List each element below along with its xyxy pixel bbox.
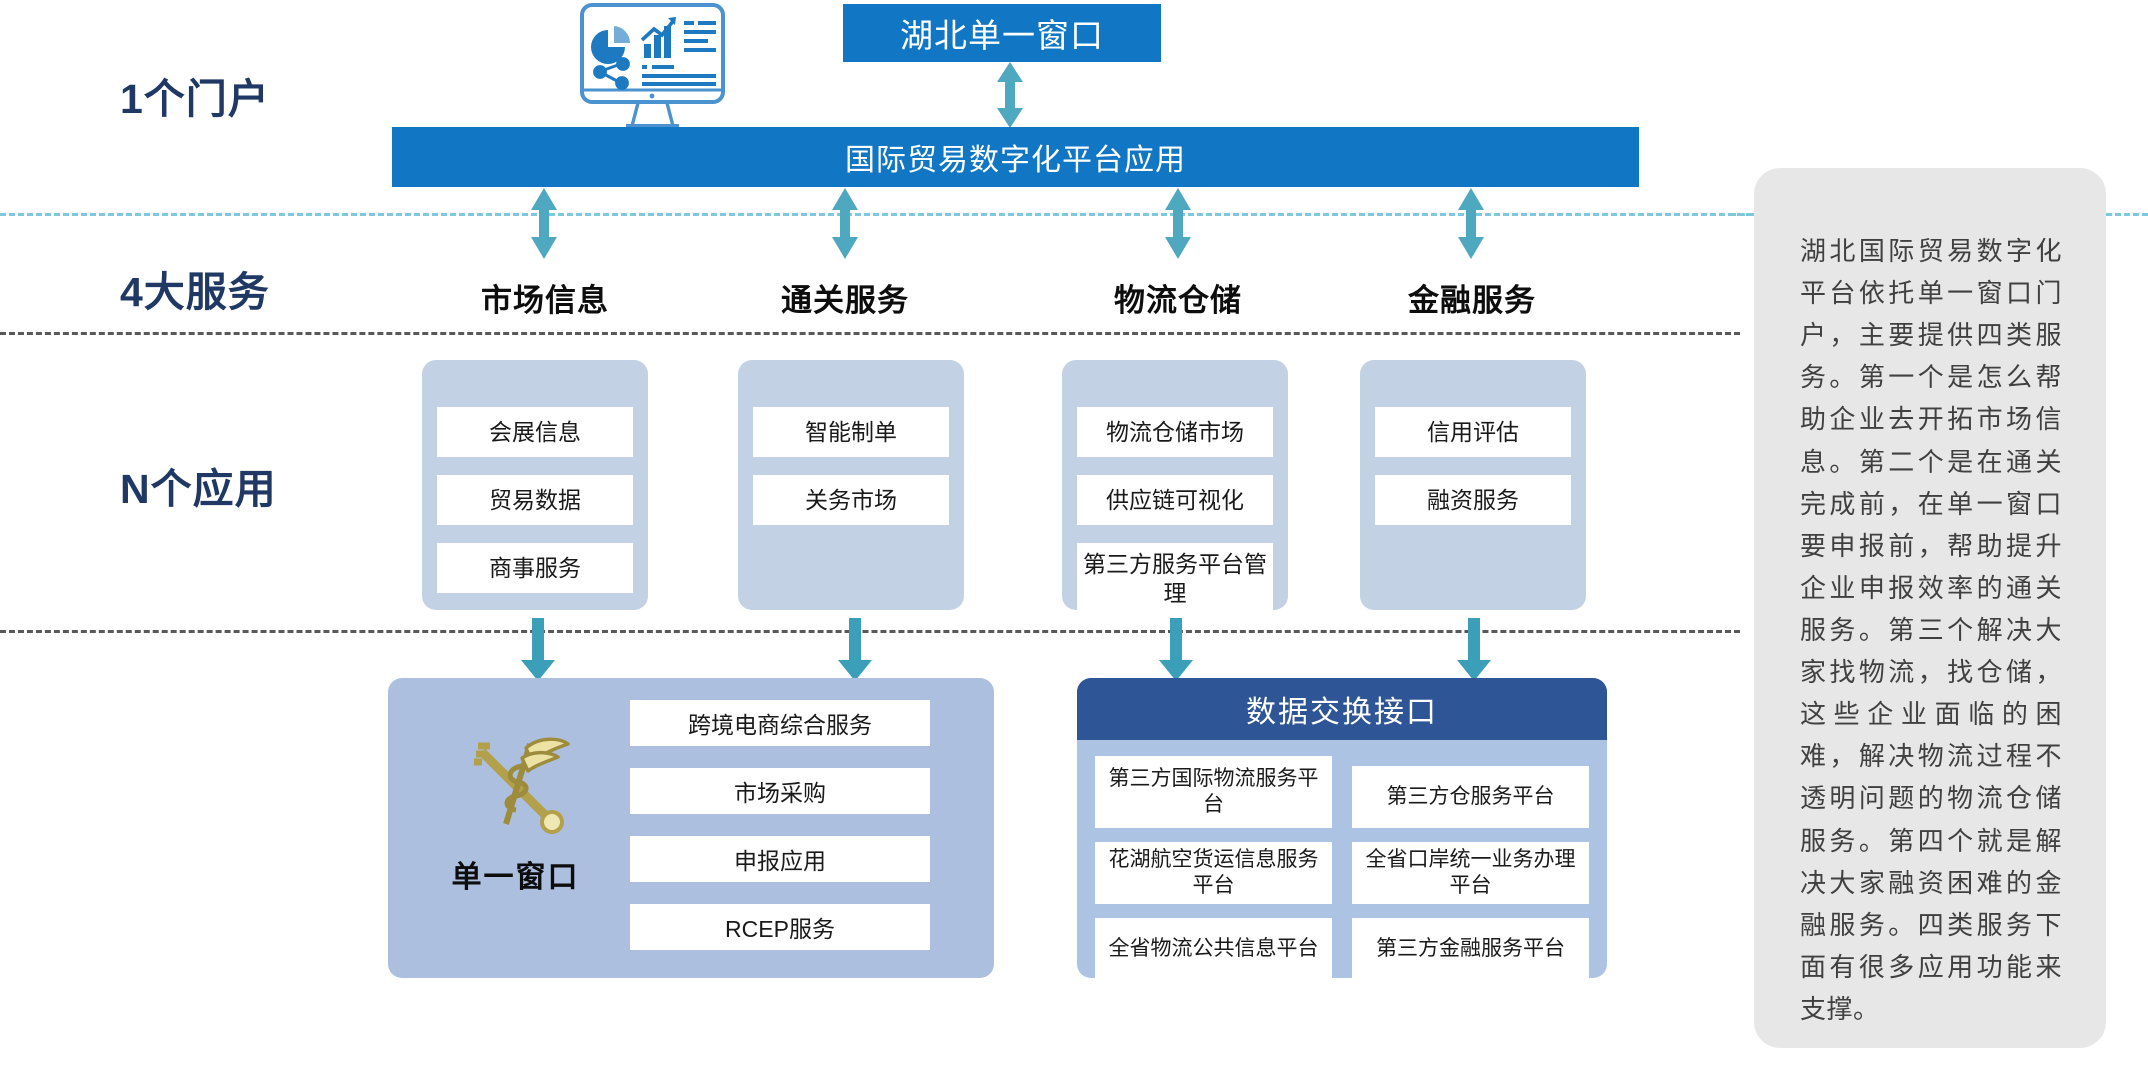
exchange-chip[interactable]: 第三方金融服务平台 [1352, 918, 1589, 980]
tier-label-portal: 1个门户 [120, 76, 270, 122]
single-window-badge: 单一窗口 [418, 732, 613, 896]
side-note-text: 湖北国际贸易数字化平台依托单一窗口门户，主要提供四类服务。第一个是怎么帮助企业去… [1800, 236, 2062, 1024]
app-column-customs: 智能制单 关务市场 [738, 360, 964, 610]
service-title-logistics: 物流仓储 [1114, 283, 1242, 318]
exchange-chip[interactable]: 第三方仓服务平台 [1352, 766, 1589, 828]
dashboard-monitor-icon [570, 2, 735, 130]
service-title-customs: 通关服务 [781, 283, 909, 318]
hubei-single-window-box[interactable]: 湖北单一窗口 [843, 4, 1161, 62]
double-arrow-logistics [1157, 186, 1199, 266]
app-column-market: 会展信息 贸易数据 商事服务 [422, 360, 648, 610]
single-window-chip[interactable]: 市场采购 [630, 768, 930, 814]
down-arrow-customs [836, 618, 874, 687]
exchange-chip[interactable]: 花湖航空货运信息服务平台 [1095, 842, 1332, 904]
double-arrow-market [523, 186, 565, 266]
app-chip[interactable]: 融资服务 [1375, 475, 1571, 525]
down-arrow-finance [1455, 618, 1493, 687]
side-note-panel: 湖北国际贸易数字化平台依托单一窗口门户，主要提供四类服务。第一个是怎么帮助企业去… [1754, 168, 2106, 1048]
double-arrow-single-window-platform [989, 60, 1031, 135]
tier-label-services: 4大服务 [120, 269, 270, 315]
app-chip[interactable]: 商事服务 [437, 543, 633, 593]
single-window-panel: 单一窗口 跨境电商综合服务 市场采购 申报应用 RCEP服务 [388, 678, 994, 978]
app-chip[interactable]: 贸易数据 [437, 475, 633, 525]
app-chip[interactable]: 智能制单 [753, 407, 949, 457]
app-chip[interactable]: 物流仓储市场 [1077, 407, 1273, 457]
app-chip[interactable]: 供应链可视化 [1077, 475, 1273, 525]
platform-application-bar[interactable]: 国际贸易数字化平台应用 [392, 127, 1639, 187]
single-window-chip[interactable]: 跨境电商综合服务 [630, 700, 930, 746]
down-arrow-logistics [1157, 618, 1195, 687]
tier-label-apps: N个应用 [120, 466, 277, 512]
app-chip[interactable]: 信用评估 [1375, 407, 1571, 457]
double-arrow-customs [824, 186, 866, 266]
caduceus-key-emblem-icon [473, 737, 570, 834]
data-exchange-grid: 第三方国际物流服务平台 第三方仓服务平台 花湖航空货运信息服务平台 全省口岸统一… [1077, 740, 1607, 980]
separator-services-apps [0, 332, 1740, 335]
service-title-finance: 金融服务 [1408, 283, 1536, 318]
exchange-chip[interactable]: 全省物流公共信息平台 [1095, 918, 1332, 980]
separator-portal-services-left [0, 213, 2148, 216]
data-exchange-panel: 数据交换接口 第三方国际物流服务平台 第三方仓服务平台 花湖航空货运信息服务平台… [1077, 678, 1607, 980]
service-title-market: 市场信息 [481, 283, 609, 318]
down-arrow-market [519, 618, 557, 687]
app-chip[interactable]: 第三方服务平台管理 [1077, 543, 1273, 615]
exchange-chip[interactable]: 全省口岸统一业务办理平台 [1352, 842, 1589, 904]
app-column-finance: 信用评估 融资服务 [1360, 360, 1586, 610]
single-window-badge-label: 单一窗口 [451, 861, 580, 894]
single-window-chip[interactable]: RCEP服务 [630, 904, 930, 950]
app-chip[interactable]: 关务市场 [753, 475, 949, 525]
app-chip[interactable]: 会展信息 [437, 407, 633, 457]
exchange-chip[interactable]: 第三方国际物流服务平台 [1095, 756, 1332, 828]
data-exchange-header: 数据交换接口 [1077, 678, 1607, 740]
single-window-chip[interactable]: 申报应用 [630, 836, 930, 882]
app-column-logistics: 物流仓储市场 供应链可视化 第三方服务平台管理 [1062, 360, 1288, 615]
double-arrow-finance [1450, 186, 1492, 266]
separator-apps-platforms [0, 630, 1740, 633]
single-window-chip-list: 跨境电商综合服务 市场采购 申报应用 RCEP服务 [630, 700, 930, 950]
